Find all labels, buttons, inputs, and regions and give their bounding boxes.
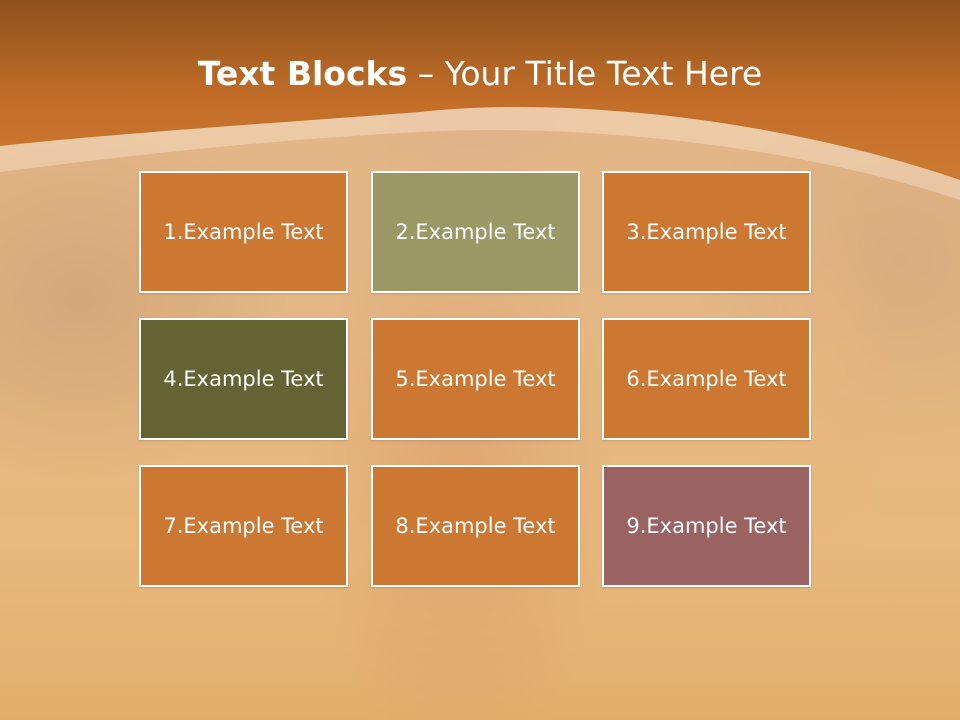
text-block-label: 5.Example Text	[395, 367, 556, 391]
text-block-6[interactable]: 6.Example Text	[602, 318, 811, 440]
text-block-label: 6.Example Text	[626, 367, 787, 391]
text-block-label: 4.Example Text	[163, 367, 324, 391]
text-block-9[interactable]: 9.Example Text	[602, 465, 811, 587]
text-block-label: 7.Example Text	[163, 514, 324, 538]
text-block-label: 9.Example Text	[626, 514, 787, 538]
text-block-1[interactable]: 1.Example Text	[139, 171, 348, 293]
text-block-label: 3.Example Text	[626, 220, 787, 244]
text-block-8[interactable]: 8.Example Text	[371, 465, 580, 587]
header-banner	[0, 0, 960, 200]
text-block-4[interactable]: 4.Example Text	[139, 318, 348, 440]
text-block-5[interactable]: 5.Example Text	[371, 318, 580, 440]
text-block-3[interactable]: 3.Example Text	[602, 171, 811, 293]
text-block-7[interactable]: 7.Example Text	[139, 465, 348, 587]
text-block-label: 8.Example Text	[395, 514, 556, 538]
title-rest: – Your Title Text Here	[407, 54, 763, 93]
text-block-2[interactable]: 2.Example Text	[371, 171, 580, 293]
text-block-label: 2.Example Text	[395, 220, 556, 244]
title-bold: Text Blocks	[197, 54, 408, 93]
slide-title: Text Blocks – Your Title Text Here	[0, 52, 960, 96]
text-block-label: 1.Example Text	[163, 220, 324, 244]
